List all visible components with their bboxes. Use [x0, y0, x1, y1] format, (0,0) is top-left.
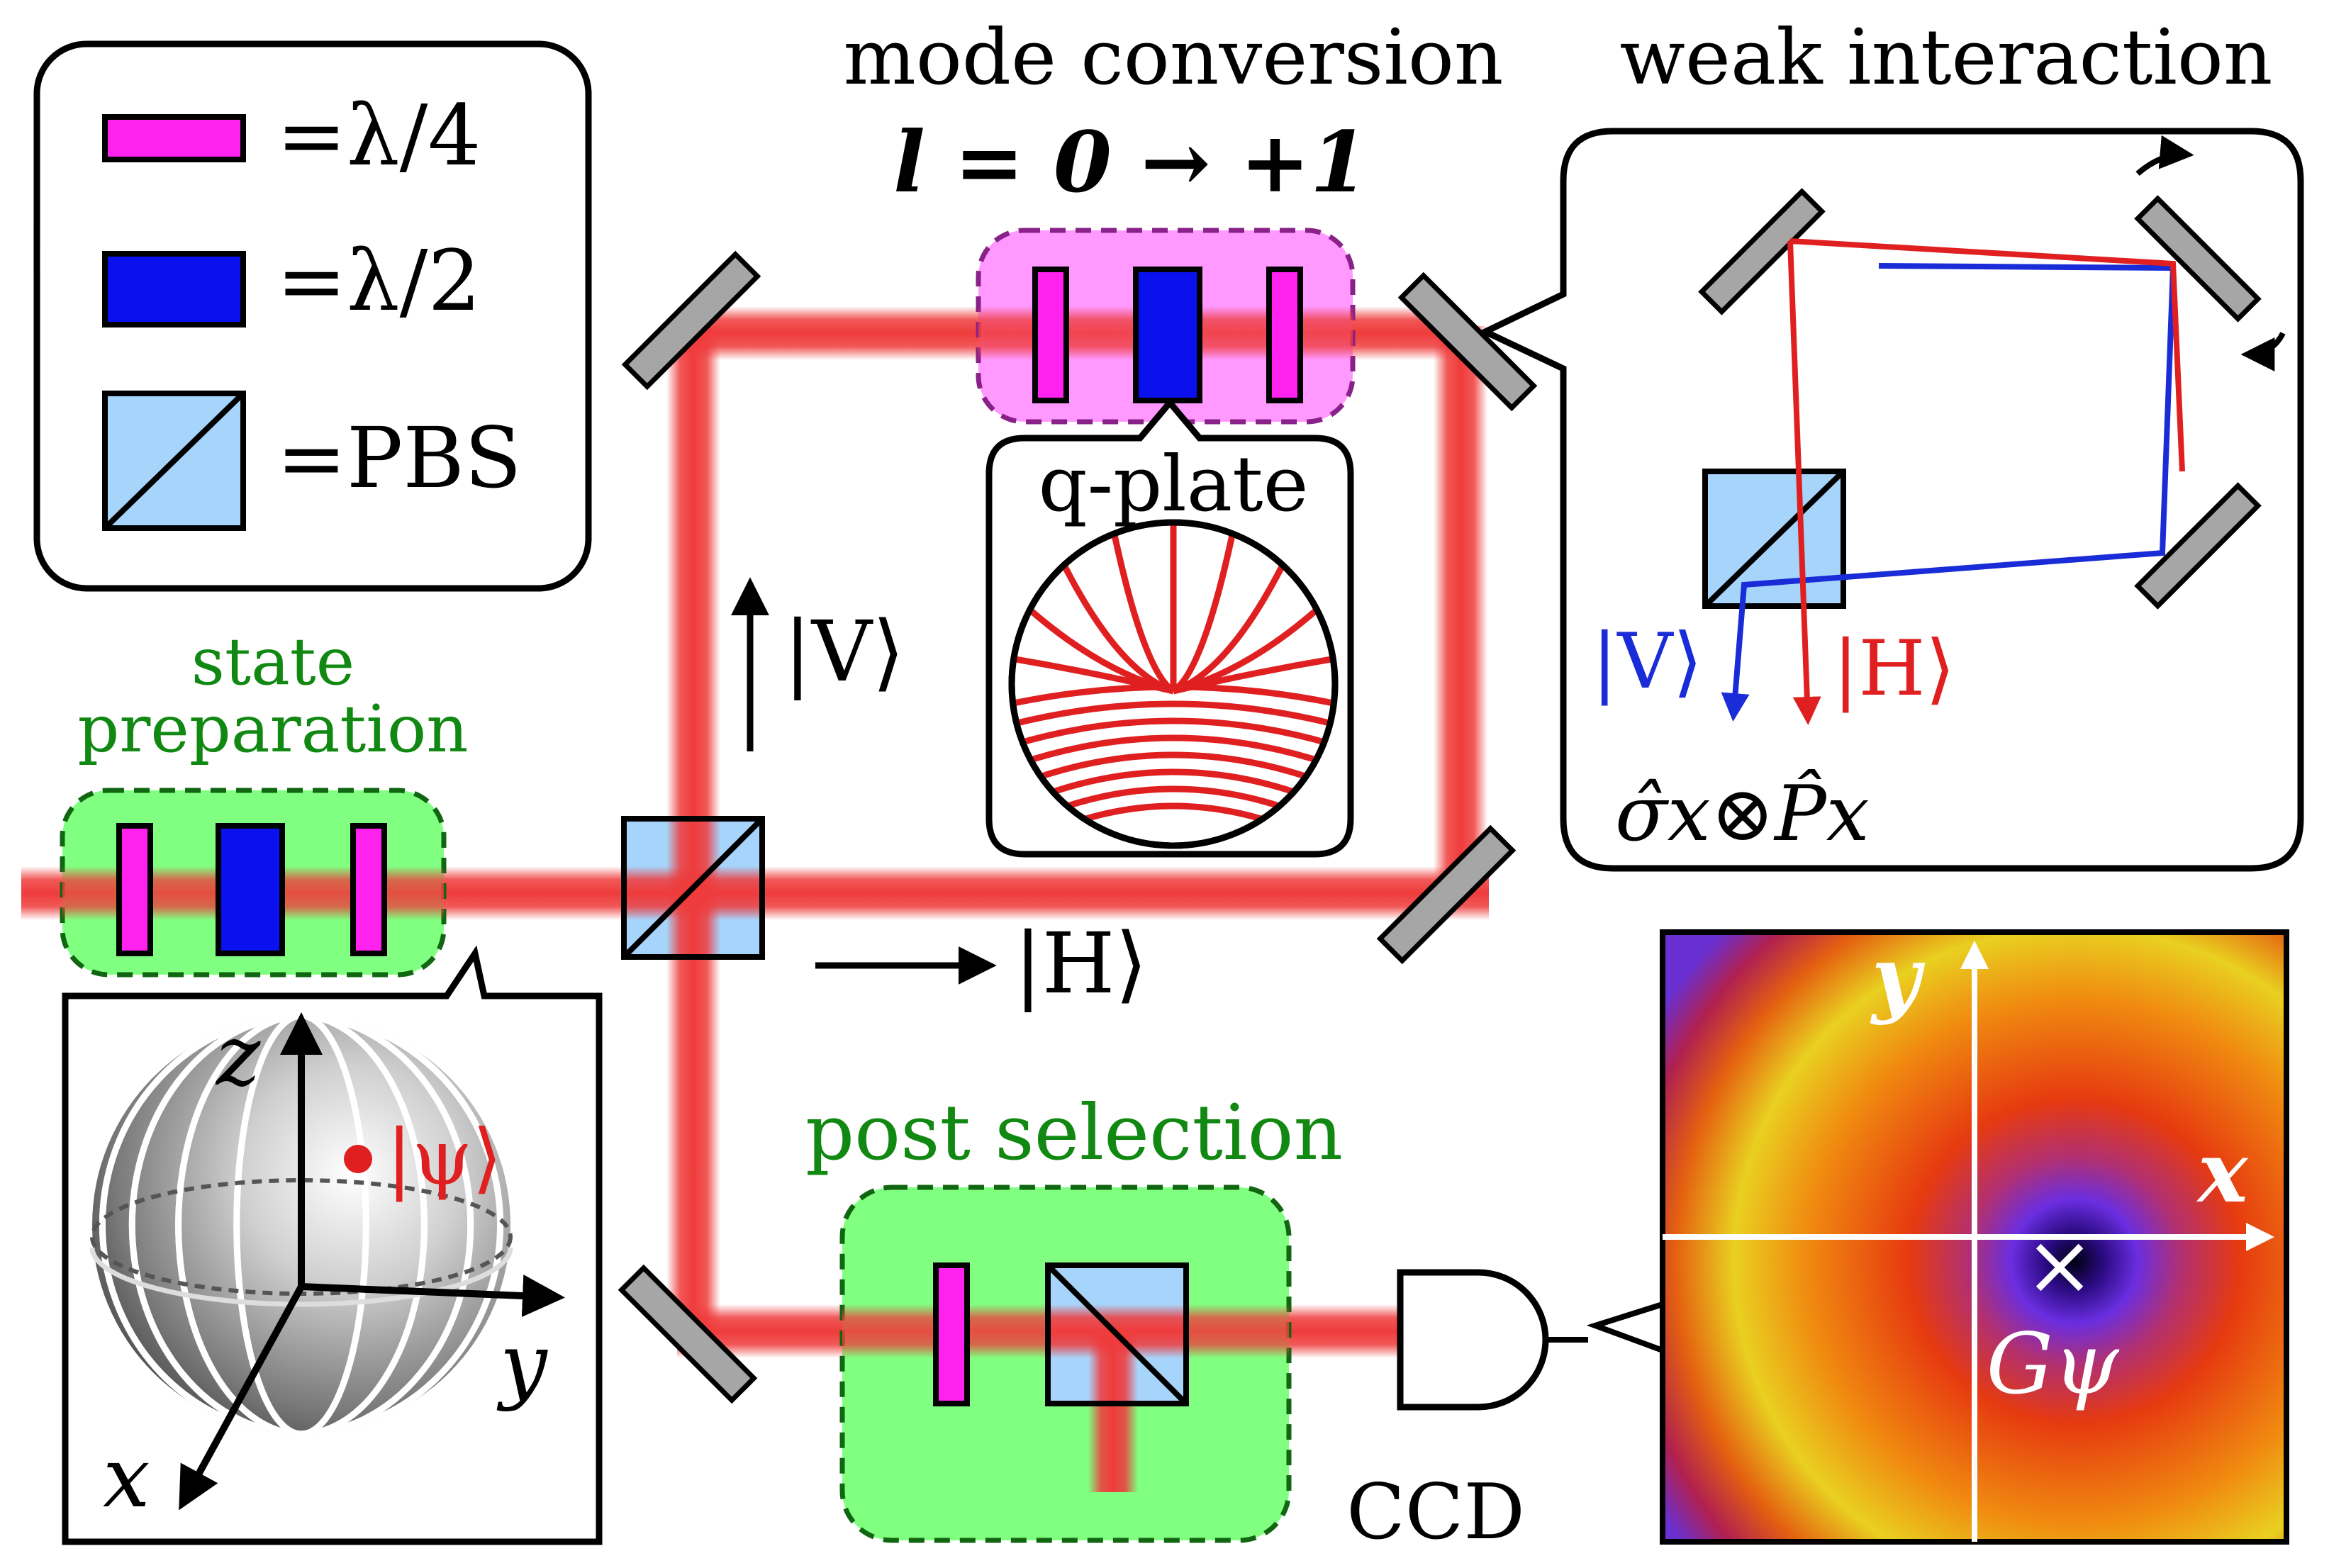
post-selection: post selection [805, 1089, 1343, 1543]
right-beam [1434, 326, 1487, 886]
wi-ket-v: |V⟩ [1592, 617, 1703, 706]
weak-interaction-title: weak interaction [1620, 13, 2273, 102]
qplate-line [1106, 522, 1175, 694]
weak-interaction: weak interaction |V⟩ |H⟩ σ̂x⊗P̂x [1478, 13, 2304, 872]
mirror-top-right [1397, 271, 1538, 412]
wi-ket-h: |H⟩ [1833, 625, 1955, 713]
mirror-bottom-left [618, 1264, 758, 1404]
rotate-arrow-bottom [2240, 332, 2286, 371]
h-path-top [1789, 238, 2185, 472]
qwp-mode-2 [1266, 267, 1303, 403]
mode-conversion: mode conversion l = 0 → +1 [844, 13, 1504, 425]
mirror-bottom-right [1376, 824, 1517, 965]
x-axis [179, 1284, 305, 1511]
qplate-line [1012, 734, 1335, 773]
operator-label: σ̂x⊗P̂x [1615, 768, 1870, 858]
profile-x-label: x [2196, 1123, 2249, 1221]
mode-l-label: l = 0 → +1 [893, 113, 1368, 211]
centroid-marker: × [2025, 1216, 2095, 1314]
qplate-line [1012, 591, 1175, 695]
sphere-meridian [175, 1016, 428, 1434]
z-axis-label: z [215, 1007, 261, 1104]
qplate-line [1171, 522, 1241, 694]
legend-quarter-wave-label: =λ/4 [277, 86, 481, 184]
ccd-label: CCD [1346, 1468, 1525, 1557]
legend-pbs-label: =PBS [277, 409, 522, 507]
mirror-top-left [621, 250, 761, 391]
profile-y-label: y [1870, 928, 1926, 1026]
ket-h-label: |H⟩ [1014, 914, 1148, 1012]
legend-half-wave-swatch [102, 251, 246, 327]
post-selection-title: post selection [805, 1089, 1343, 1177]
wi-mirror-bottom-right [2134, 482, 2262, 610]
hwp-prep [216, 823, 285, 956]
x-axis-label: x [103, 1428, 150, 1526]
wi-mirror-top-left [1698, 188, 1826, 315]
sphere-meridian [128, 1016, 474, 1434]
legend: =λ/4 =λ/2 =PBS [33, 40, 592, 592]
qplate-line [1012, 717, 1335, 751]
beam-profile-image: x y × Gψ [1586, 928, 2289, 1545]
mode-conversion-title: mode conversion [844, 13, 1504, 102]
h-path-down [1787, 240, 1821, 725]
qwp-mode-1 [1032, 267, 1069, 403]
ket-v-label: |V⟩ [783, 603, 905, 700]
qwp-post [933, 1262, 970, 1406]
qwp-prep-1 [116, 823, 153, 956]
g-psi-label: Gψ [1987, 1315, 2120, 1413]
sphere-meridian [233, 1016, 369, 1434]
qplate-line [1012, 700, 1335, 730]
qplate-callout: q-plate [985, 398, 1354, 858]
ket-psi-label: |ψ⟩ [386, 1114, 502, 1202]
wi-mirror-top-right [2134, 195, 2262, 323]
state-preparation-title-2: preparation [78, 691, 469, 767]
qwp-prep-2 [350, 823, 387, 956]
legend-half-wave-label: =λ/2 [277, 232, 481, 330]
rotate-arrow-top [2135, 135, 2194, 177]
v-path [1721, 263, 2177, 722]
central-pbs [621, 816, 765, 960]
qplate-label: q-plate [1038, 440, 1308, 529]
y-axis [301, 1275, 565, 1317]
state-preparation: state preparation [60, 624, 469, 978]
state-preparation-title-1: state [191, 624, 354, 700]
mirrors [618, 250, 1538, 1404]
bloch-sphere-callout: z y x |ψ⟩ [62, 945, 603, 1545]
y-axis-label: y [496, 1315, 548, 1413]
weak-interaction-frame [1478, 128, 2304, 872]
qplate-element [1133, 267, 1202, 403]
sphere-meridian [99, 1016, 504, 1434]
state-point [344, 1145, 372, 1173]
ccd-detector: CCD [1346, 1269, 1588, 1557]
qplate-line [1012, 751, 1335, 794]
legend-quarter-wave-swatch [102, 114, 246, 162]
qplate-line [1051, 542, 1175, 695]
